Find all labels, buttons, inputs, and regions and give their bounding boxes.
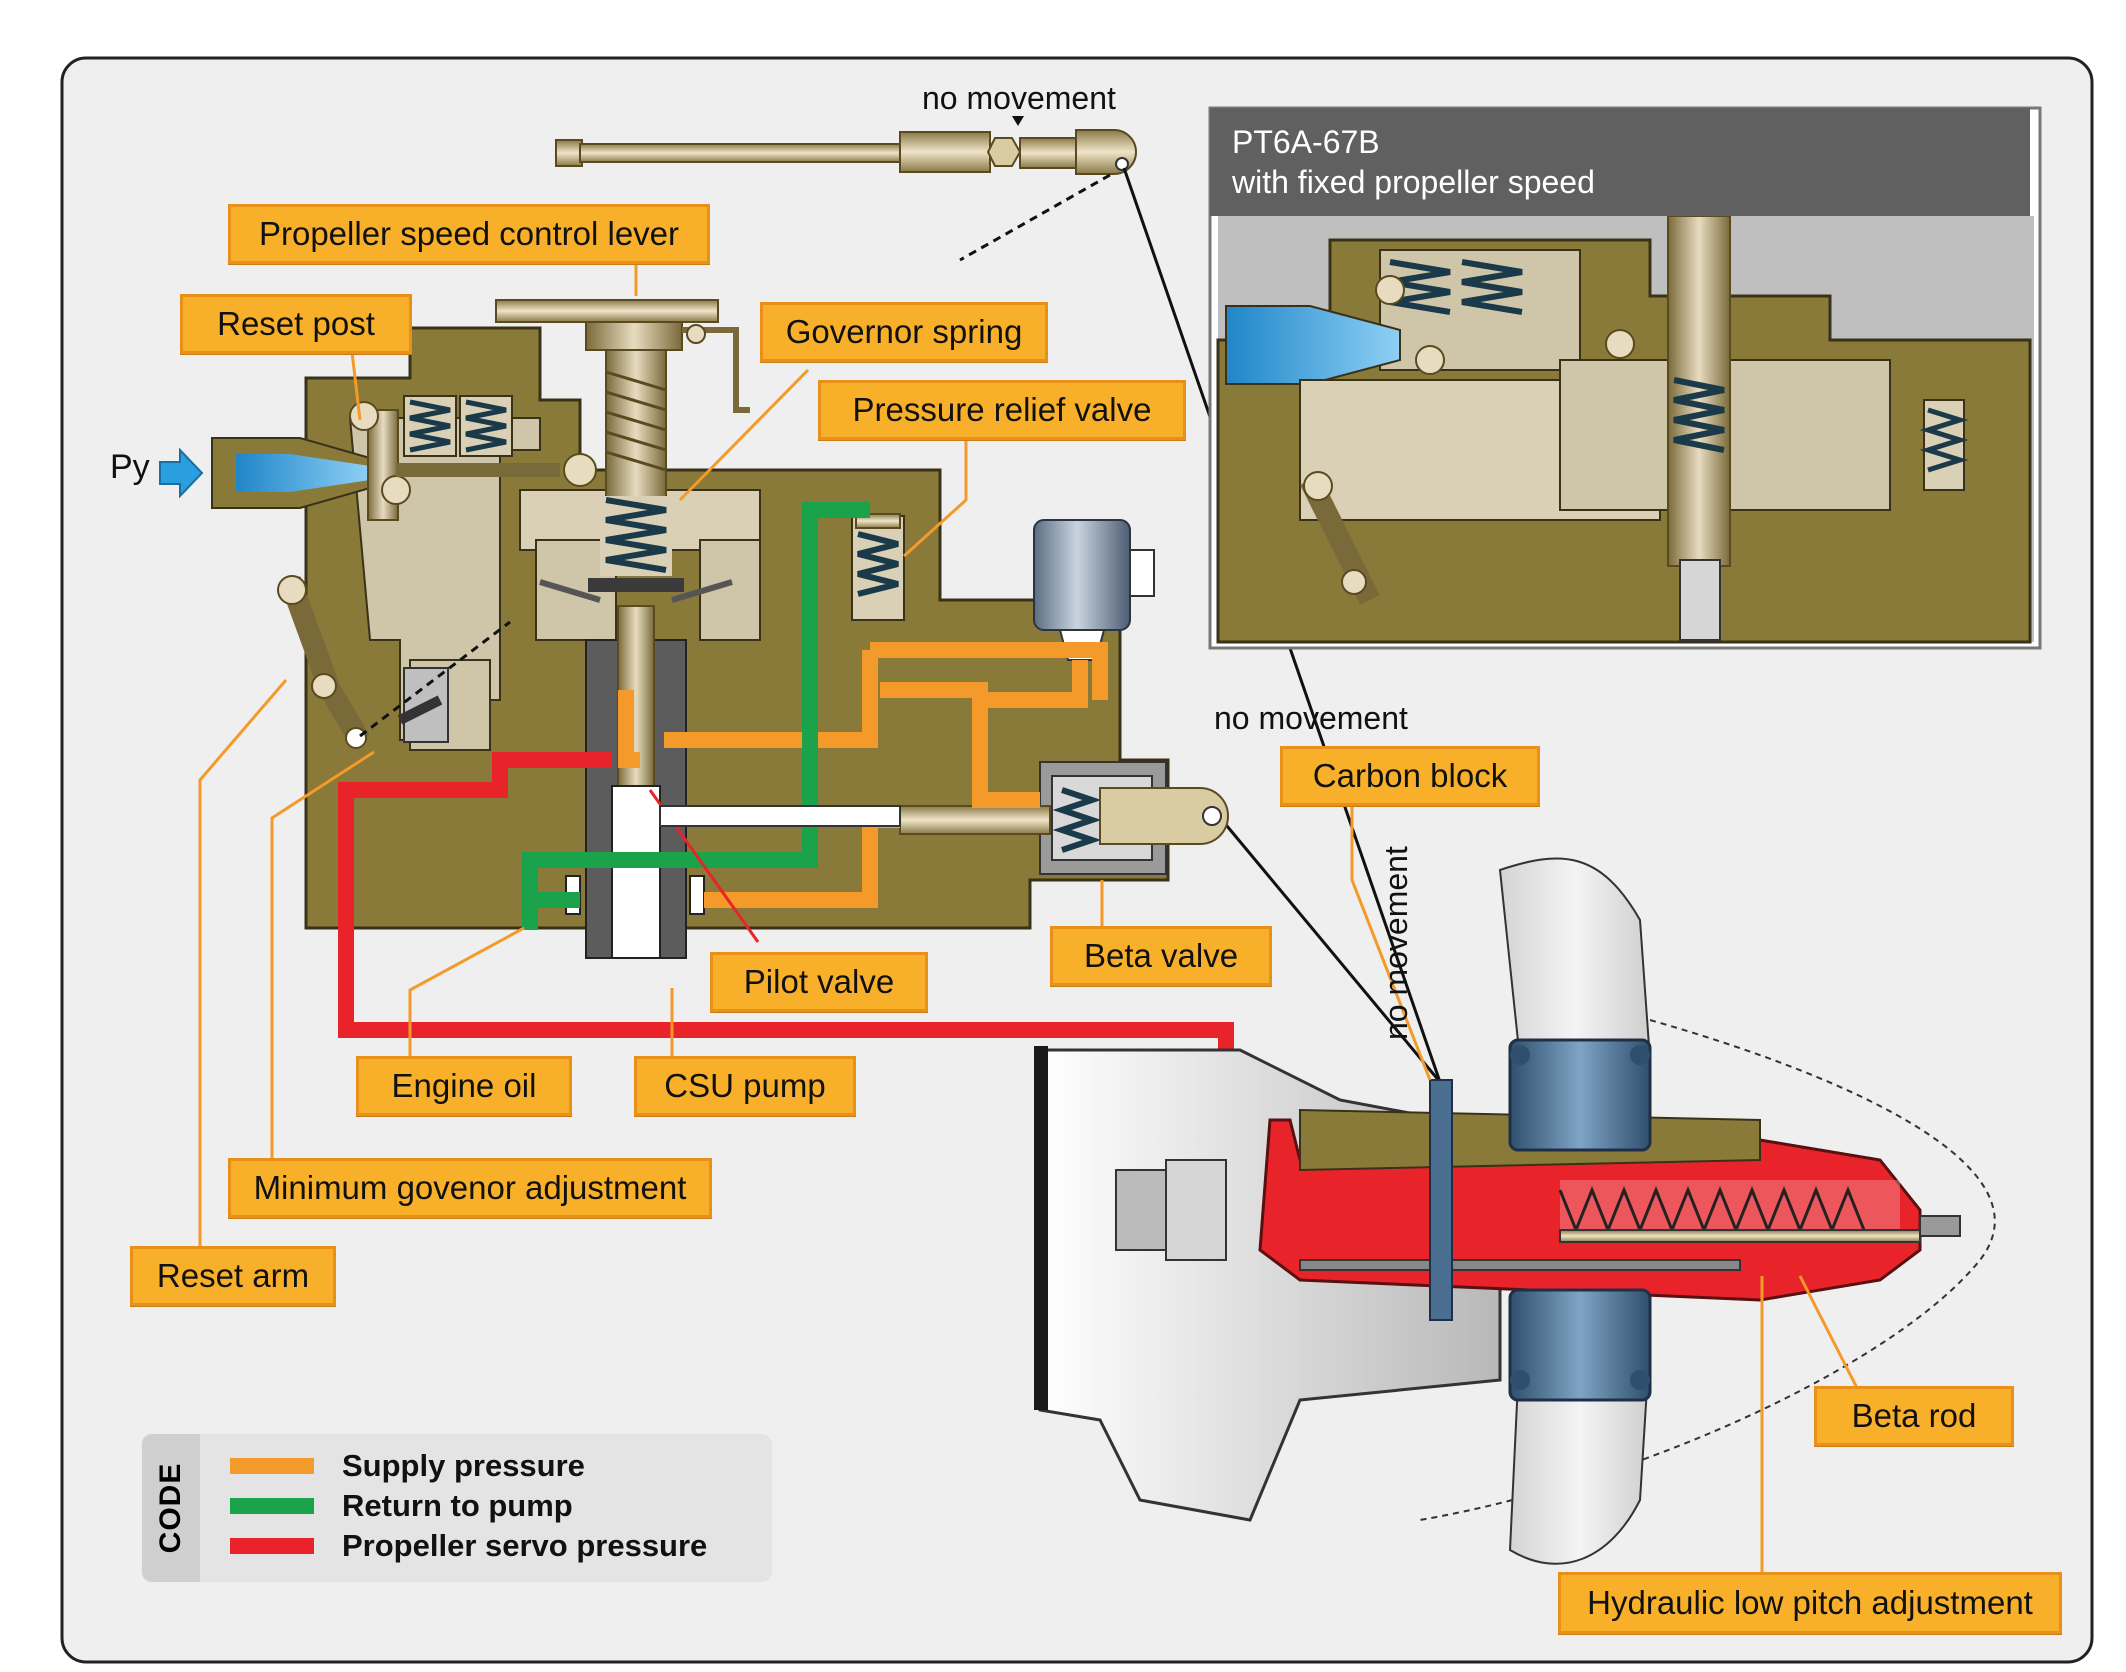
rod-dashed-link [959, 173, 1111, 262]
legend: CODE Supply pressure Return to pump Prop… [142, 1434, 772, 1582]
propeller-hub [1258, 1038, 1961, 1402]
pilot-valve-body [565, 605, 705, 959]
propeller-speed-control-lever-callout: Propeller speed control lever [228, 204, 710, 264]
upper-blade [1498, 857, 1652, 1061]
inset-title-line2: with fixed propeller speed [1232, 164, 1595, 200]
governor-spring [539, 496, 733, 603]
legend-item-supply: Supply pressure [230, 1446, 585, 1486]
reset-arm-callout: Reset arm [130, 1246, 336, 1306]
control-rod [555, 116, 1137, 175]
legend-item-servo: Propeller servo pressure [230, 1526, 707, 1566]
legend-swatch-servo [230, 1538, 314, 1554]
carbon-block-callout: Carbon block [1280, 746, 1540, 806]
legend-swatch-supply [230, 1458, 314, 1474]
inset-title: PT6A-67B with fixed propeller speed [1210, 108, 2030, 216]
linkage-wire-2 [1220, 819, 1442, 1083]
beta-rod-callout: Beta rod [1814, 1386, 2014, 1446]
beta-valve-callout: Beta valve [1050, 926, 1272, 986]
legend-heading: CODE [154, 1462, 187, 1554]
py-label: Py [110, 448, 150, 486]
callout-leaders [198, 264, 1858, 1580]
legend-label-supply: Supply pressure [342, 1448, 585, 1483]
beta-ring [1429, 1079, 1453, 1321]
reset-springs [409, 399, 507, 453]
beta-valve [899, 761, 1229, 875]
no-movement-beta-label: no movement [1214, 700, 1408, 736]
minimum-govenor-adjustment-callout: Minimum govenor adjustment [228, 1158, 712, 1218]
speed-lever-assembly [495, 299, 750, 501]
reset-post-callout: Reset post [180, 294, 412, 354]
pilot-valve-callout: Pilot valve [710, 952, 928, 1012]
inset-panel [1208, 106, 2042, 650]
legend-item-return: Return to pump [230, 1486, 573, 1526]
pressure-relief-valve-callout: Pressure relief valve [818, 380, 1186, 440]
return-passages [522, 502, 870, 930]
engine-oil-callout: Engine oil [356, 1056, 572, 1116]
governor-spring-callout: Governor spring [760, 302, 1048, 362]
pilot-line-white [659, 805, 901, 827]
legend-label-return: Return to pump [342, 1488, 573, 1523]
no-movement-top-label: no movement [922, 80, 1116, 116]
no-movement-vertical-label: no movement [1378, 846, 1414, 1040]
legend-heading-tab: CODE [142, 1434, 200, 1582]
reset-dashed [359, 620, 511, 738]
legend-swatch-return [230, 1498, 314, 1514]
hydraulic-low-pitch-adjustment-callout: Hydraulic low pitch adjustment [1558, 1572, 2062, 1634]
legend-label-servo: Propeller servo pressure [342, 1528, 708, 1563]
csu-pump-callout: CSU pump [634, 1056, 856, 1116]
pressure-relief-valve [851, 513, 905, 621]
inset-title-line1: PT6A-67B [1232, 124, 1380, 160]
reset-arm-linkage [277, 401, 597, 749]
